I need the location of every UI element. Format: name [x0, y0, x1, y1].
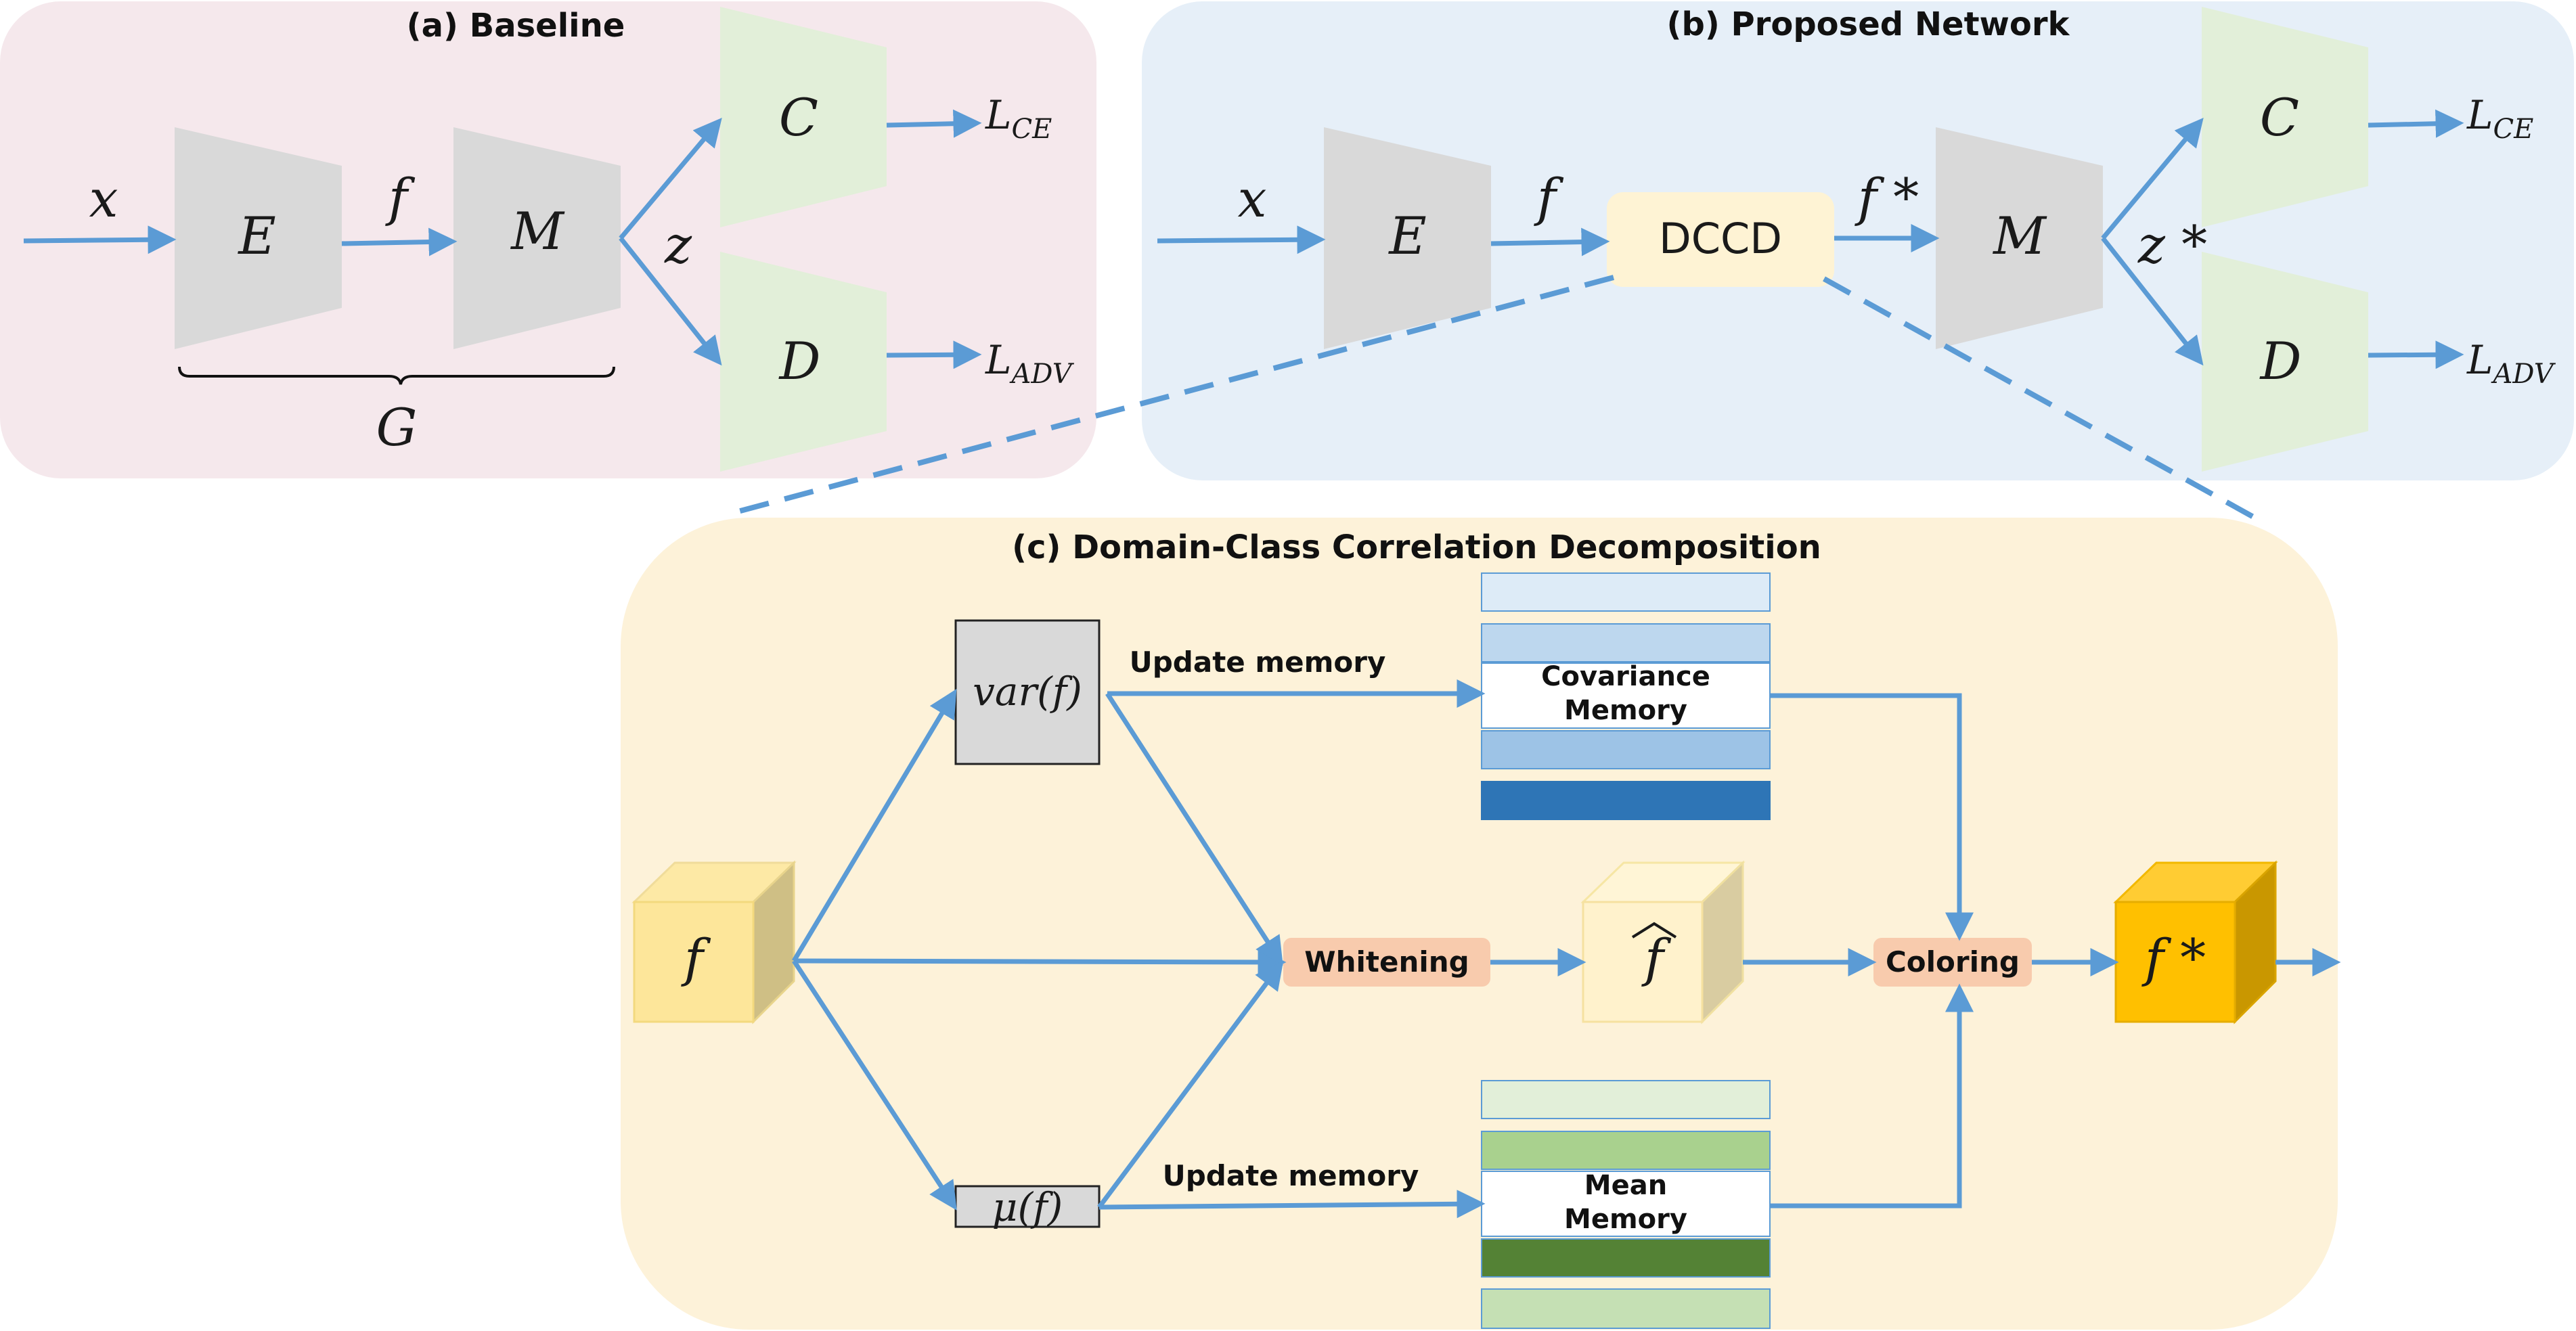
baseline-discriminator-block: [720, 252, 887, 472]
covariance-memory-label-line1: Covariance: [1541, 661, 1710, 692]
proposed-input-x: x: [1238, 168, 1267, 229]
mean-box: [954, 1185, 1101, 1228]
proposed-mapper-block: [1936, 127, 2103, 349]
baseline-arrow-to-c: [619, 117, 722, 240]
baseline-classifier-block: [720, 7, 887, 227]
proposed-arrow-input: [1157, 225, 1326, 254]
baseline-latent-z: z: [664, 215, 692, 275]
baseline-discriminator-label: D: [778, 331, 821, 391]
whitening-box: [1283, 938, 1490, 987]
variance-label: var(f): [973, 669, 1082, 715]
panel-c-background: [621, 518, 2338, 1330]
arrow-var-to-whitening: [1105, 692, 1283, 966]
mean-memory-label-line2: Memory: [1564, 1204, 1687, 1235]
baseline-arrow-c-out: [886, 109, 982, 138]
baseline-input-x: x: [89, 168, 118, 229]
generator-brace: [178, 366, 615, 385]
whitened-feature-cube: [1580, 860, 1746, 1024]
arrow-f-to-whitening: [793, 947, 1287, 976]
proposed-loss-adv: LADV: [2466, 337, 2556, 390]
baseline-mapper-label: M: [510, 201, 565, 261]
proposed-mapper-label: M: [1992, 206, 2047, 266]
mean-memory-stack: [1481, 1080, 1771, 1329]
baseline-arrow-to-d: [619, 236, 722, 366]
update-memory-label-bottom: Update memory: [1163, 1159, 1419, 1192]
proposed-encoder-label: E: [1387, 206, 1426, 266]
proposed-classifier-block: [2202, 7, 2368, 227]
baseline-mapper-block: [453, 127, 621, 349]
variance-box: [954, 619, 1101, 765]
arrow-mean-memory-to-coloring: [1770, 983, 1974, 1209]
proposed-arrow-to-c: [2101, 117, 2204, 240]
panel-c-title: (c) Domain-Class Correlation Decompositi…: [1012, 528, 1821, 566]
output-cube-label: f *: [2141, 928, 2206, 988]
proposed-discriminator-block: [2202, 252, 2368, 472]
mean-memory-label-line1: Mean: [1584, 1170, 1667, 1201]
baseline-encoder-block: [175, 127, 342, 349]
proposed-arrow-to-d: [2101, 236, 2204, 366]
arrow-covariance-memory-to-coloring: [1770, 693, 1974, 941]
baseline-loss-adv: LADV: [985, 337, 1075, 390]
coloring-box: [1873, 938, 2032, 987]
proposed-encoder-block: [1324, 127, 1491, 349]
proposed-loss-ce: LCE: [2466, 92, 2533, 145]
input-feature-cube: [631, 860, 797, 1024]
arrow-f-to-var: [791, 688, 957, 962]
proposed-classifier-label: C: [2260, 87, 2299, 148]
proposed-discriminator-label: D: [2259, 331, 2302, 391]
baseline-arrow-e-to-m: [341, 227, 458, 256]
mean-label: μ(f): [992, 1184, 1063, 1230]
covariance-memory-stack: [1481, 572, 1771, 820]
arrow-mean-to-whitening: [1097, 960, 1284, 1209]
proposed-feature-f-star: f *: [1855, 167, 1919, 227]
baseline-generator-label: G: [376, 397, 418, 457]
baseline-loss-ce: LCE: [985, 92, 1052, 145]
baseline-classifier-label: C: [779, 87, 818, 148]
panel-b-title: (b) Proposed Network: [1667, 5, 2070, 43]
output-feature-cube: [2113, 860, 2278, 1024]
dccd-module-label: DCCD: [1659, 214, 1782, 263]
proposed-arrow-e-to-dccd: [1490, 227, 1610, 256]
update-memory-label-top: Update memory: [1130, 646, 1386, 679]
arrow-f-to-mean: [792, 960, 957, 1211]
arrow-mean-to-mean-memory: [1098, 1190, 1486, 1219]
whitening-label: Whitening: [1304, 945, 1469, 978]
coloring-label: Coloring: [1886, 945, 2020, 978]
baseline-arrow-input: [23, 225, 177, 254]
panel-a-title: (a) Baseline: [407, 7, 625, 45]
dccd-module-box: [1607, 192, 1834, 287]
proposed-arrow-c-out: [2368, 109, 2464, 138]
covariance-memory-label-line2: Memory: [1564, 695, 1687, 726]
baseline-encoder-label: E: [237, 206, 275, 266]
proposed-latent-z-star: z *: [2137, 215, 2207, 275]
zoom-dashed-line-right: [1823, 276, 2257, 521]
whitened-hat-glyph: [1631, 922, 1677, 939]
zoom-dashed-line-left: [726, 275, 1615, 517]
